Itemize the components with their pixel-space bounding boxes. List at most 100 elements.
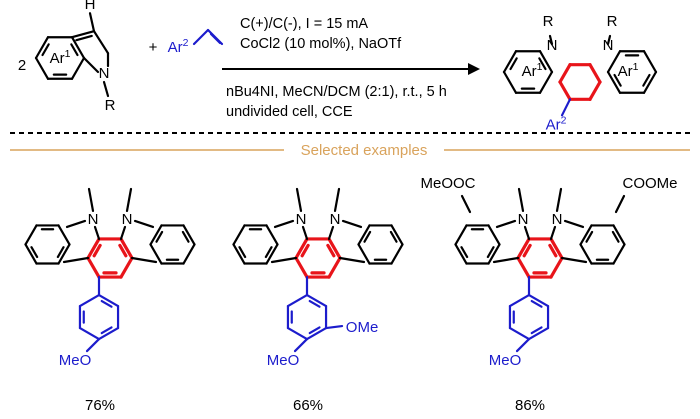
bond	[265, 243, 279, 265]
bond	[549, 237, 564, 260]
bond	[606, 34, 612, 46]
methoxy-para: MeO	[267, 352, 300, 369]
bond	[460, 194, 472, 214]
bond	[264, 246, 273, 259]
coefficient: 2	[18, 57, 26, 74]
bond	[93, 225, 101, 241]
bond	[301, 225, 309, 241]
bond	[341, 219, 363, 229]
bond	[149, 243, 163, 265]
bond	[149, 224, 163, 246]
bond	[300, 243, 310, 258]
bond	[502, 50, 518, 74]
nitrogen-left: N	[547, 37, 558, 54]
methoxy-para: MeO	[489, 352, 522, 369]
bond	[357, 243, 371, 265]
bond	[286, 326, 309, 341]
bond	[327, 237, 342, 260]
bond	[34, 56, 50, 80]
bond	[75, 34, 93, 42]
bond	[86, 256, 101, 279]
bond	[92, 30, 110, 55]
bond	[487, 224, 501, 246]
bond	[486, 246, 495, 259]
bond	[642, 70, 658, 94]
aryl-label-ar2: Ar2	[168, 37, 189, 56]
bond	[522, 243, 532, 258]
r-label: R	[543, 13, 554, 30]
bond	[530, 299, 543, 308]
condition-line: CoCl2 (10 mol%), NaOTf	[240, 36, 402, 52]
n-methyl	[333, 187, 341, 213]
aryl-bond	[324, 324, 344, 330]
bond	[563, 219, 585, 229]
bond	[78, 293, 101, 308]
aryl-label-ar1: Ar1	[522, 61, 543, 80]
nitrogen-right: N	[603, 37, 614, 54]
bond	[56, 246, 65, 259]
bond	[305, 293, 328, 308]
bond	[487, 243, 501, 265]
bond	[24, 243, 38, 265]
bond	[294, 237, 309, 260]
bond	[588, 80, 602, 101]
nitrogen-left: N	[88, 211, 99, 228]
methoxy-ortho: OMe	[346, 319, 379, 336]
bond	[502, 70, 518, 94]
n-methyl	[517, 187, 525, 213]
n-methyl	[125, 187, 133, 213]
n-methyl	[87, 187, 95, 213]
bond	[182, 224, 196, 246]
bond	[390, 243, 404, 265]
bond	[155, 230, 164, 243]
bond	[560, 98, 572, 117]
bond	[606, 50, 622, 74]
bond	[327, 256, 342, 279]
methoxy-para: MeO	[59, 352, 92, 369]
bond	[548, 243, 558, 258]
bond	[181, 230, 190, 243]
r-label: R	[607, 13, 618, 30]
nitrogen: N	[99, 65, 110, 82]
n-methyl	[555, 187, 563, 213]
bond	[118, 243, 128, 258]
bond	[265, 224, 279, 246]
bond	[338, 256, 366, 264]
bond	[509, 57, 518, 71]
bond	[558, 63, 572, 84]
nitrogen-right: N	[330, 211, 341, 228]
plus: +	[149, 39, 158, 56]
bond	[24, 224, 38, 246]
bond	[357, 224, 371, 246]
bond	[286, 293, 309, 308]
r-label: R	[105, 97, 116, 114]
bond	[130, 256, 158, 264]
bond	[508, 326, 531, 341]
aryl-bond	[515, 337, 531, 353]
ester-left: MeOOC	[420, 175, 475, 192]
bond	[41, 43, 50, 57]
bond	[389, 230, 398, 243]
yield-label: 86%	[515, 397, 545, 414]
bond	[585, 230, 594, 243]
bond	[614, 194, 626, 214]
bond	[538, 70, 554, 94]
condition-line: C(+)/C(-), I = 15 mA	[240, 16, 368, 32]
bond	[560, 256, 588, 264]
bond	[82, 56, 100, 74]
bond	[133, 219, 155, 229]
bond	[390, 224, 404, 246]
bond	[606, 70, 622, 94]
bond	[308, 299, 321, 308]
bond	[273, 219, 295, 229]
nitrogen-right: N	[552, 211, 563, 228]
bond	[548, 34, 554, 46]
bond	[642, 73, 651, 87]
bond	[57, 224, 71, 246]
bond	[527, 326, 550, 341]
bond	[538, 57, 547, 71]
condition-line: undivided cell, CCE	[226, 104, 353, 120]
bond	[612, 243, 626, 265]
ester-right: COOMe	[622, 175, 677, 192]
